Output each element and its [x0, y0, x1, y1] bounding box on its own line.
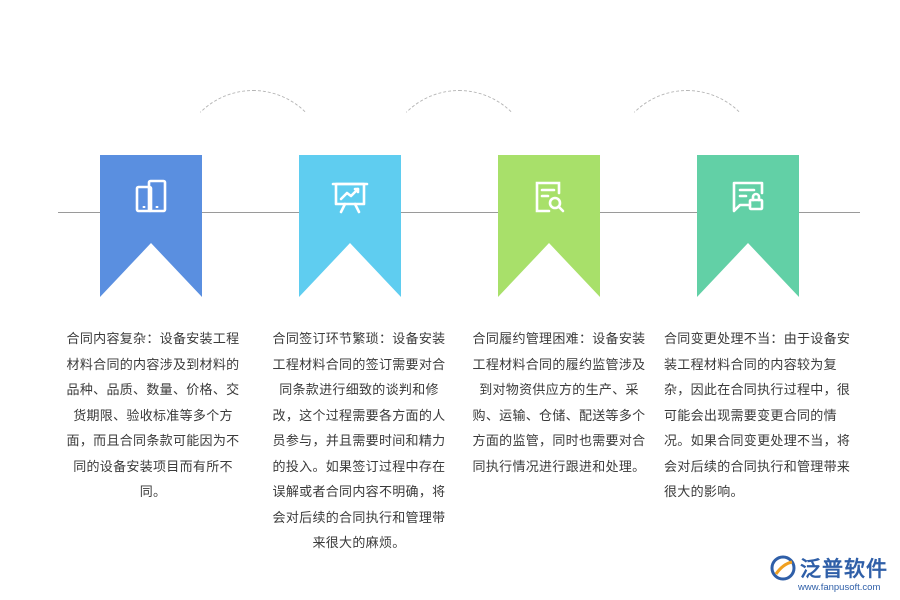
brand-logo: 泛普软件 www.fanpusoft.com: [768, 553, 893, 597]
presentation-chart-icon: [330, 177, 370, 217]
step-1-ribbon: [100, 155, 202, 297]
message-lock-icon: [728, 177, 768, 217]
brand-mark-icon: [770, 555, 796, 581]
step-4-description: 合同变更处理不当：由于设备安装工程材料合同的内容较为复杂，因此在合同执行过程中，…: [664, 331, 851, 499]
step-2-description: 合同签订环节繁琐：设备安装工程材料合同的签订需要对合同条款进行细致的谈判和修改，…: [272, 331, 446, 550]
tablet-devices-icon: [131, 177, 171, 217]
connector-arc-2: [382, 88, 538, 136]
connector-arc-3: [610, 88, 766, 136]
step-3-description: 合同履约管理困难：设备安装工程材料合同的履约监管涉及到对物资供应方的生产、采购、…: [472, 331, 646, 474]
step-2-ribbon: [299, 155, 401, 297]
document-search-icon: [529, 177, 569, 217]
brand-name: 泛普软件: [800, 558, 888, 581]
timeline-line: [58, 212, 860, 213]
step-1-description: 合同内容复杂：设备安装工程材料合同的内容涉及到材料的品种、品质、数量、价格、交货…: [66, 331, 240, 499]
step-4-ribbon: [697, 155, 799, 297]
brand-url: www.fanpusoft.com: [798, 582, 881, 593]
connector-arc-1: [176, 88, 332, 136]
step-3-ribbon: [498, 155, 600, 297]
